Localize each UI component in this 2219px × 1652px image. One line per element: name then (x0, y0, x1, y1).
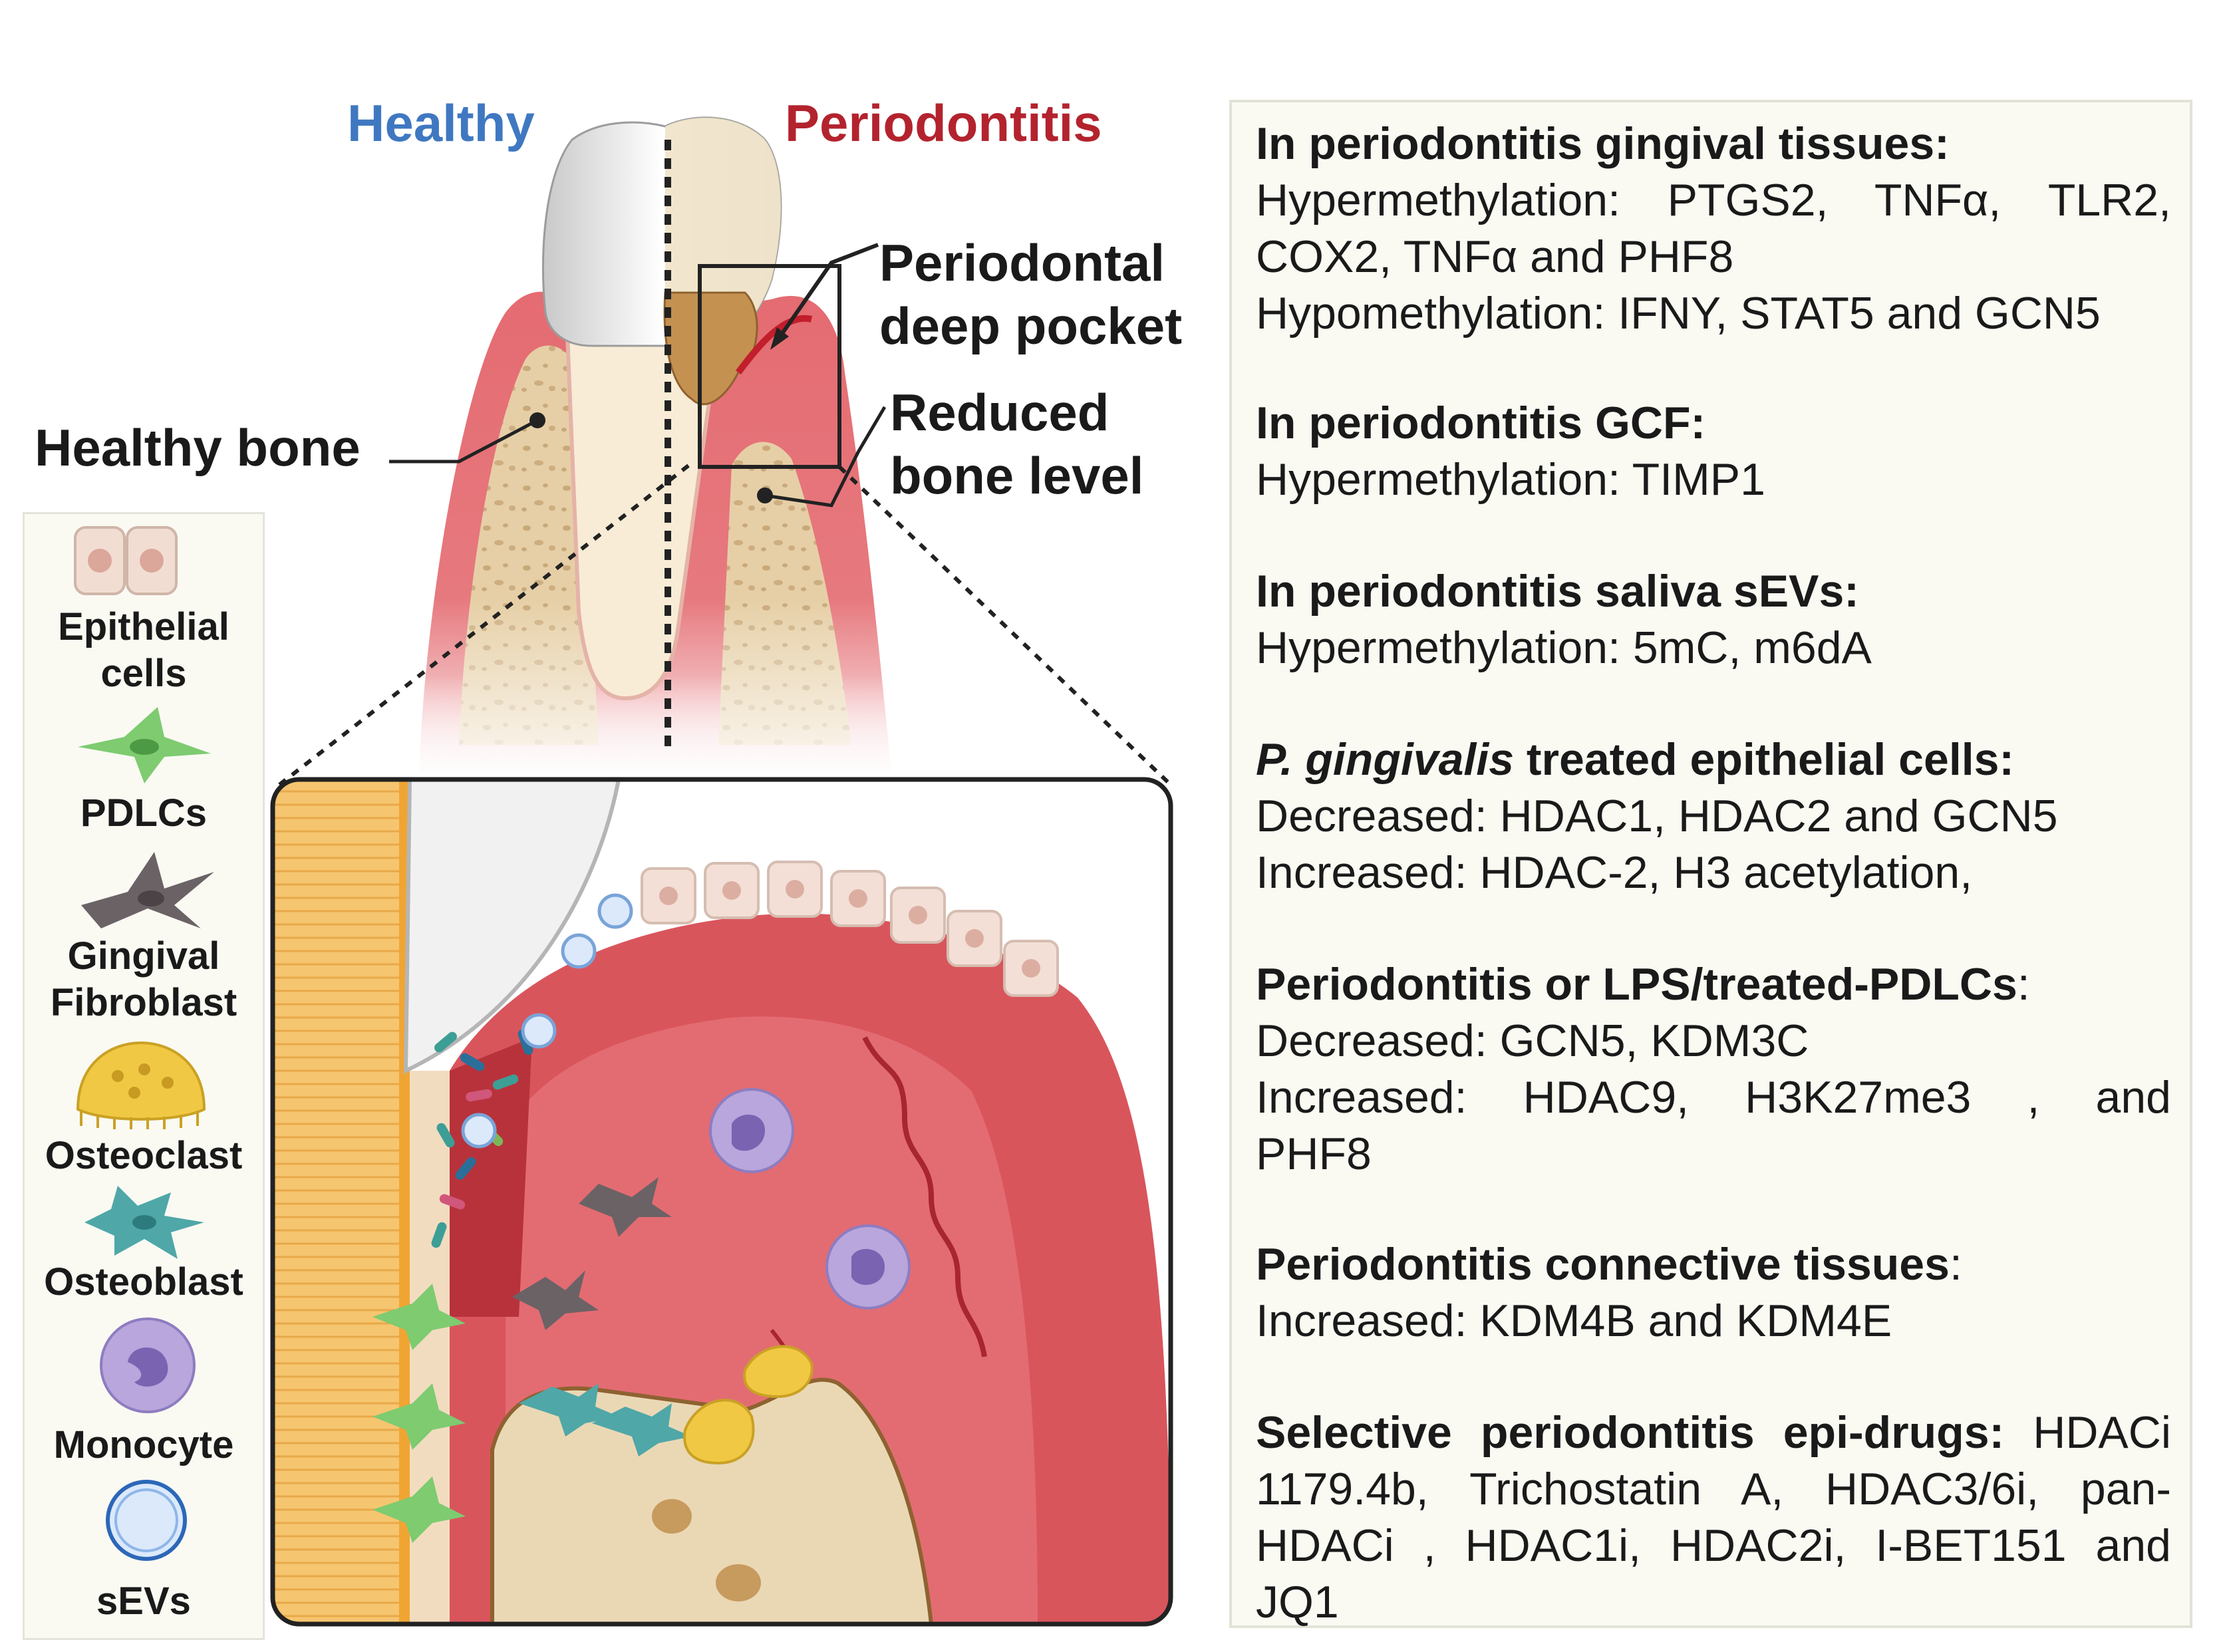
pocket-arrowhead (770, 327, 789, 350)
section-epi-drugs: Selective periodontitis epi-drugs: HDACi… (1256, 1405, 2171, 1631)
heading-pg-epithelial: P. gingivalis treated epithelial cells: (1256, 732, 2171, 788)
label-deep-pocket: deep pocket (879, 297, 1183, 355)
heading-pdlcs-colon: : (2017, 959, 2030, 1010)
section-pdlcs: Periodontitis or LPS/treated-PDLCs: Decr… (1256, 956, 2171, 1182)
heading-connective: Periodontitis connective tissues (1256, 1239, 1950, 1290)
heading-gcf: In periodontitis GCF: (1256, 398, 1706, 448)
pg-line-2: Increased: HDAC-2, H3 acetylation, (1256, 847, 1973, 898)
tooth-crown-right-shade (665, 117, 781, 346)
heading-pdlcs-line: Periodontitis or LPS/treated-PDLCs: (1256, 956, 2171, 1013)
section-connective-tissues: Periodontitis connective tissues: Increa… (1256, 1236, 2171, 1349)
saliva-line-1: Hypermethylation: 5mC, m6dA (1256, 622, 1872, 673)
healthy-bone-dot (529, 412, 545, 428)
gingival-line-2: COX2, TNFα and PHF8 (1256, 231, 1734, 282)
heading-gingival-tissues: In periodontitis gingival tissues: (1256, 118, 1950, 169)
zoom-projection-left (278, 464, 690, 787)
legend-label-pdlcs: PDLCs (80, 791, 208, 835)
tooth-cross-section-illustration (270, 116, 1173, 1627)
drugs-line-1-rest: HDACi (2004, 1407, 2171, 1458)
inset-frame (270, 777, 1173, 1627)
heading-saliva-sevs: In periodontitis saliva sEVs: (1256, 566, 1859, 617)
legend-label-fibroblast: Fibroblast (50, 981, 237, 1024)
gingival-line-1: Hypermethylation: PTGS2, TNFα, TLR2, (1256, 175, 2171, 225)
pdlc-line-3: PHF8 (1256, 1129, 1372, 1179)
reduced-bone-dot (757, 487, 773, 503)
gcf-line-1: Hypermethylation: TIMP1 (1256, 454, 1765, 505)
drugs-line-3: HDACi , HDAC1i, HDAC2i, I-BET151 and (1256, 1520, 2171, 1571)
pdlc-line-1: Decreased: GCN5, KDM3C (1256, 1016, 1809, 1066)
drugs-line-4: JQ1 (1256, 1577, 1339, 1627)
osteoblast-icon (84, 1186, 204, 1259)
heading-epi-drugs: Selective periodontitis epi-drugs: (1256, 1407, 2005, 1458)
epithelial-cells-icon (74, 526, 178, 595)
label-healthy-bone: Healthy bone (35, 418, 361, 477)
gingival-fibroblast-icon (81, 852, 214, 928)
gingival-line-3: Hypomethylation: IFNY, STAT5 and GCN5 (1256, 288, 2101, 339)
section-gingival-tissues: In periodontitis gingival tissues: Hyper… (1256, 116, 2171, 342)
legend-label-sevs: sEVs (96, 1580, 191, 1623)
label-periodontitis: Periodontitis (785, 94, 1102, 152)
pdlc-cell-icon (78, 707, 211, 783)
label-reduced: Reduced (890, 383, 1110, 442)
osteoclast-icon (76, 1041, 206, 1129)
healthy-bone-pointer (389, 418, 539, 464)
label-periodontal: Periodontal (879, 233, 1165, 292)
pg-line-1: Decreased: HDAC1, HDAC2 and GCN5 (1256, 791, 2058, 841)
legend-label-epithelial: Epithelial (58, 605, 229, 648)
section-pg-epithelial: P. gingivalis treated epithelial cells: … (1256, 732, 2171, 901)
pocket-zoom-box (698, 264, 841, 469)
label-bone-level: bone level (890, 446, 1144, 505)
pocket-pointer (776, 243, 879, 341)
heading-pg-rest: treated epithelial cells: (1514, 734, 2015, 785)
drugs-line-1: Selective periodontitis epi-drugs: HDACi (1256, 1405, 2171, 1461)
cell-type-legend: Epithelial cells PDLCs Gingival Fibrobla… (23, 512, 265, 1640)
heading-connective-line: Periodontitis connective tissues: (1256, 1236, 2171, 1293)
section-saliva-sevs: In periodontitis saliva sEVs: Hypermethy… (1256, 563, 2171, 676)
legend-label-gingival: Gingival (67, 934, 220, 978)
plaque-calculus (663, 291, 758, 406)
pdlc-line-2: Increased: HDAC9, H3K27me3 , and (1256, 1072, 2171, 1123)
pocket-lining (736, 315, 813, 375)
sev-vesicle-icon (106, 1480, 187, 1561)
heading-pdlcs: Periodontitis or LPS/treated-PDLCs (1256, 959, 2017, 1010)
label-healthy: Healthy (347, 94, 535, 152)
section-gcf: In periodontitis GCF: Hypermethylation: … (1256, 395, 2171, 508)
heading-pg-italic: P. gingivalis (1256, 734, 1515, 785)
monocyte-icon (100, 1317, 196, 1413)
zoom-projection-right (837, 465, 1173, 787)
legend-label-osteoblast: Osteoblast (44, 1260, 243, 1304)
connective-line-1: Increased: KDM4B and KDM4E (1256, 1296, 1892, 1346)
epigenetic-findings-panel: In periodontitis gingival tissues: Hyper… (1229, 100, 2192, 1628)
reduced-bone-pointer (764, 406, 887, 507)
legend-label-monocyte: Monocyte (53, 1423, 234, 1466)
legend-label-cells: cells (100, 652, 187, 695)
drugs-line-2: 1179.4b, Trichostatin A, HDAC3/6i, pan- (1256, 1464, 2171, 1514)
inset-magnified-pocket (273, 779, 1171, 1624)
legend-label-osteoclast: Osteoclast (45, 1134, 243, 1177)
heading-connective-colon: : (1949, 1239, 1962, 1290)
